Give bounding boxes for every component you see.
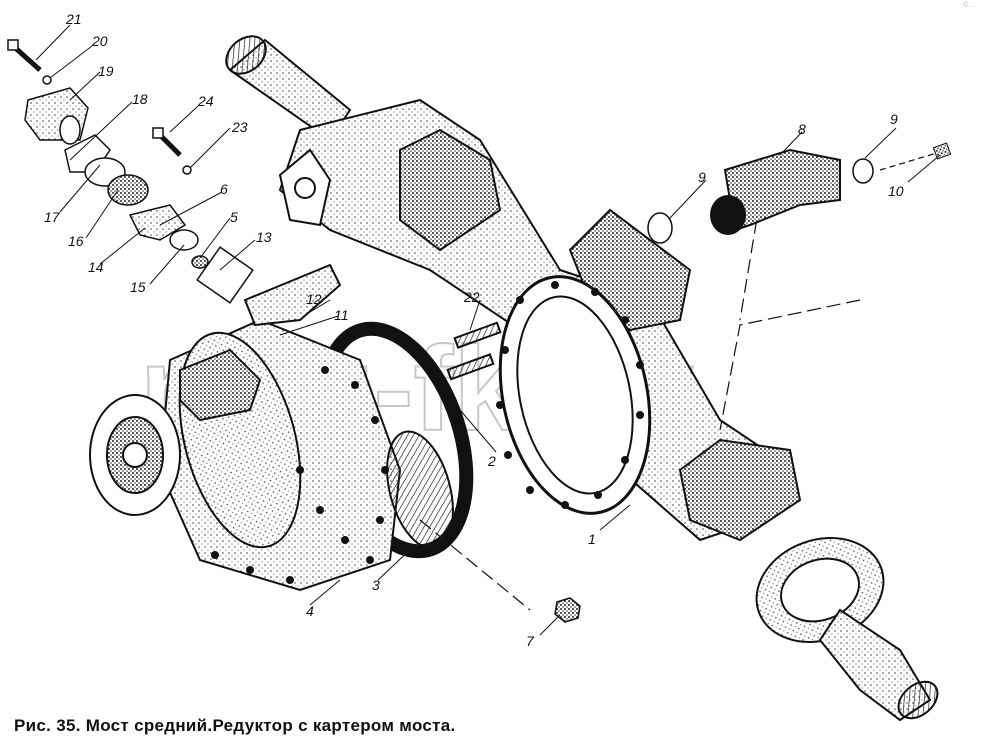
axle-housing (225, 35, 939, 722)
callout-2: 2 (487, 453, 496, 469)
callout-3: 3 (372, 577, 380, 593)
washer-left (647, 212, 673, 244)
callout-7: 7 (526, 633, 535, 649)
callout-22: 22 (463, 289, 480, 305)
reducer-assembly (89, 318, 454, 592)
callout-1: 1 (588, 531, 596, 547)
callout-16: 16 (68, 233, 84, 249)
callout-10: 10 (888, 183, 904, 199)
callout-9-left: 9 (698, 169, 706, 185)
callout-13: 13 (256, 229, 272, 245)
corner-mark: © ... (963, 2, 976, 9)
callout-4: 4 (306, 603, 314, 619)
callout-14: 14 (88, 259, 104, 275)
callout-23: 23 (231, 119, 248, 135)
nut-part-7 (554, 597, 581, 623)
callout-6: 6 (220, 181, 228, 197)
callout-labels: 21 20 19 18 17 16 14 15 24 23 6 5 13 12 … (44, 11, 904, 649)
fork-part-12 (243, 263, 342, 327)
callout-19: 19 (98, 63, 114, 79)
bolt-part-10 (932, 142, 952, 160)
callout-9-right: 9 (890, 111, 898, 127)
callout-5: 5 (230, 209, 238, 225)
leader-lines (35, 24, 941, 636)
studs-part-22 (446, 321, 502, 381)
callout-20: 20 (91, 33, 108, 49)
callout-11: 11 (334, 307, 349, 323)
callout-18: 18 (132, 91, 148, 107)
housing-flange-bolt-holes (496, 281, 644, 509)
callout-17: 17 (44, 209, 61, 225)
figure-caption: Рис. 35. Мост средний.Редуктор с картеро… (14, 716, 456, 735)
callout-15: 15 (130, 279, 146, 295)
callout-8: 8 (798, 121, 806, 137)
small-parts-upper-left (7, 39, 254, 304)
callout-24: 24 (197, 93, 214, 109)
callout-12: 12 (306, 291, 322, 307)
washer-right (852, 158, 874, 184)
callout-21: 21 (65, 11, 82, 27)
bolt-axis-10 (879, 151, 941, 171)
reducer-bolt-holes (211, 366, 389, 584)
bracket-bushing (710, 195, 746, 235)
